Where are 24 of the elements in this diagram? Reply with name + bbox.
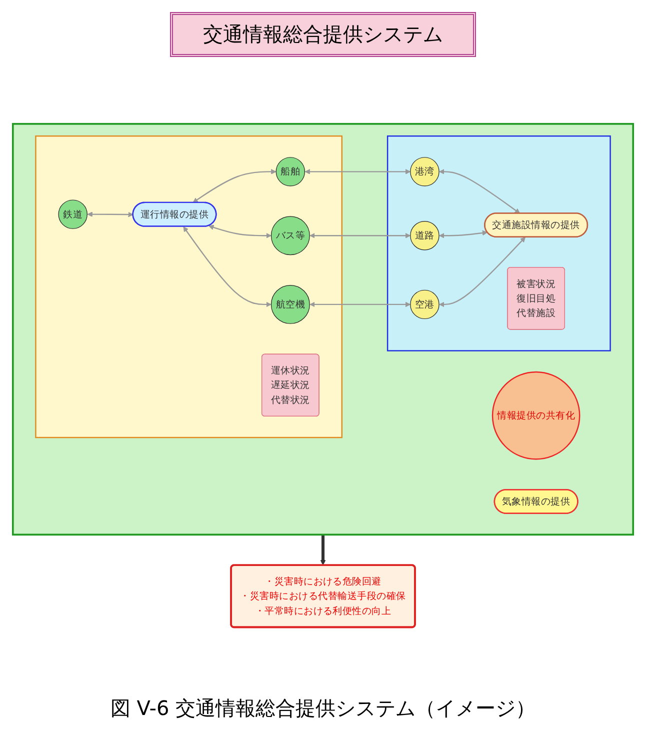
node-circle: 航空機 [270,285,310,324]
node-circle: 船舶 [276,158,306,187]
node-circle: 港湾 [410,158,440,187]
node-circle: バス等 [270,216,310,256]
cluster [386,136,611,352]
node-circle: 情報提供の共有化 [492,372,580,460]
arrow [439,230,488,239]
arrow [208,225,272,239]
node-circle: 道路 [410,221,440,251]
arrow [320,535,326,566]
arrow [183,226,272,308]
arrow [439,169,520,214]
arrow [192,169,276,204]
arrow [439,237,526,308]
arrow [310,302,411,308]
figure-caption: 図 V-6 交通情報総合提供システム（イメージ） [110,695,536,722]
arrow [87,212,134,218]
title-banner: 交通情報総合提供システム [170,12,476,57]
arrow [310,233,411,239]
node-circle: 鉄道 [58,200,88,230]
cluster [12,123,634,536]
node-circle: 空港 [410,290,440,320]
cluster [35,136,342,439]
arrow [304,169,411,175]
